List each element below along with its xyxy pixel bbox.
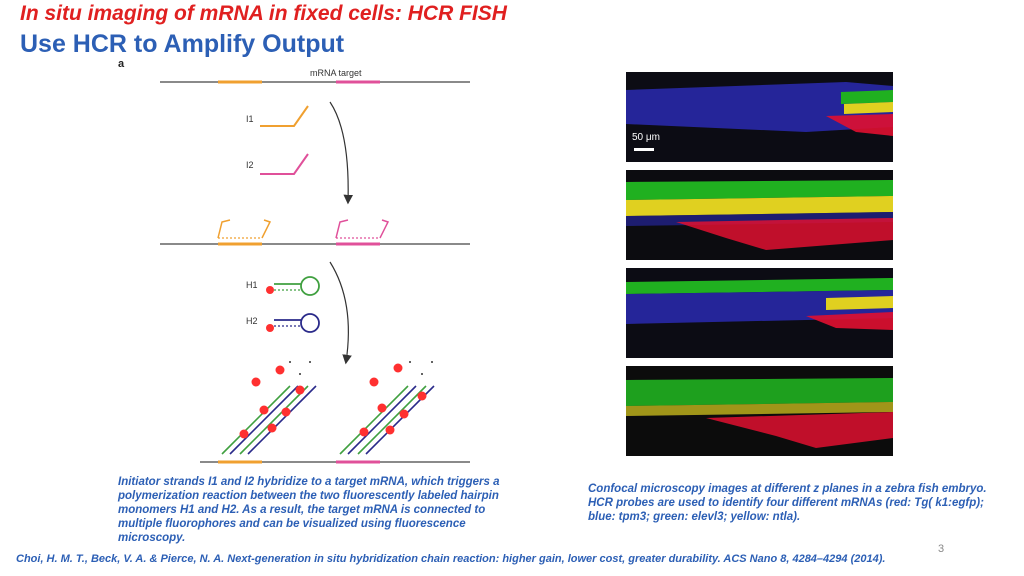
step-arrow-2 [329,261,352,365]
slide-subtitle: Use HCR to Amplify Output [20,30,345,58]
h1-label: H1 [246,280,258,290]
micrograph-4 [626,366,893,456]
i1-strand [260,105,309,127]
micrograph-1: 50 μm [626,72,893,162]
slide-title: In situ imaging of mRNA in fixed cells: … [20,2,507,25]
hcr-polymer-1 [221,365,317,455]
i2-label: I2 [246,160,254,170]
scale-bar [634,148,654,151]
h2-fluorophore [266,324,274,332]
i1-label: I1 [246,114,254,124]
h1-hairpin-loop [300,276,320,296]
i2-strand [260,153,309,175]
h2-label: H2 [246,316,258,326]
hcr-mechanism-diagram: mRNA target I1 I2 H1 H2 [160,68,470,464]
h1-fluorophore [266,286,274,294]
microscopy-caption: Confocal microscopy images at different … [588,483,987,523]
page-number: 3 [938,543,945,555]
scale-bar-label: 50 μm [632,132,660,143]
hcr-polymer-2 [339,363,435,455]
figure-panel-label: a [118,58,125,70]
h2-hairpin-loop [300,313,320,333]
diagram-caption: Initiator strands I1 and I2 hybridize to… [118,476,500,544]
micrograph-3 [626,268,893,358]
citation: Choi, H. M. T., Beck, V. A. & Pierce, N.… [16,553,886,565]
micrograph-2 [626,170,893,260]
mrna-target-label: mRNA target [310,68,362,78]
step-arrow-1 [329,101,354,205]
